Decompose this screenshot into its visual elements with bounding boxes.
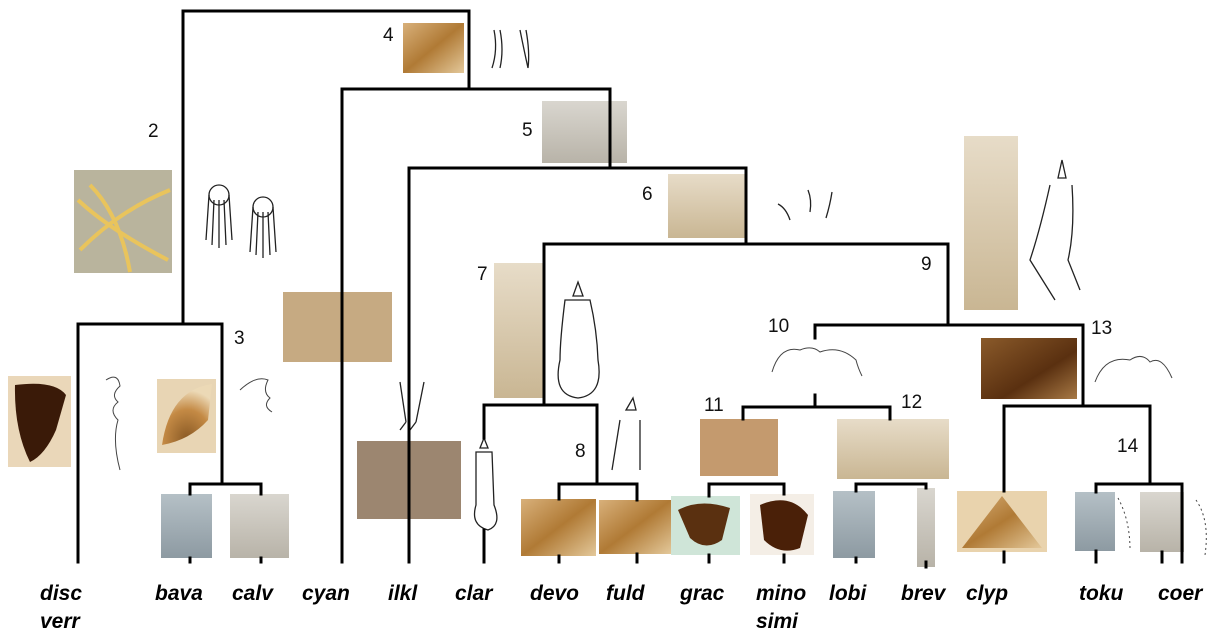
- photo-toku: [1075, 492, 1115, 551]
- taxon-label: bava: [155, 582, 203, 605]
- photo-bava-wing: [157, 379, 216, 453]
- taxon-label: devo: [530, 582, 579, 605]
- photo-node-13: [981, 338, 1077, 399]
- taxon-label: calv: [232, 582, 274, 605]
- node-label-8: 8: [575, 441, 586, 462]
- photo-node-12: [837, 419, 949, 479]
- taxon-label: verr: [40, 610, 82, 633]
- node-label-10: 10: [768, 316, 789, 337]
- taxon-label: simi: [756, 610, 799, 633]
- node-label-11: 11: [704, 395, 724, 416]
- node-label-14: 14: [1117, 436, 1139, 457]
- node-label-4: 4: [383, 25, 394, 46]
- taxon-label: ilkl: [388, 582, 418, 605]
- photo-calv: [230, 494, 289, 558]
- photo-node-2: [74, 170, 172, 273]
- photo-disc-verr: [8, 376, 71, 467]
- taxon-label: brev: [901, 582, 947, 605]
- taxon-label: grac: [679, 582, 725, 605]
- photo-cyan: [283, 292, 392, 362]
- photo-node-9: [964, 136, 1018, 310]
- node-label-2: 2: [148, 121, 159, 142]
- node-label-12: 12: [901, 392, 922, 413]
- taxon-label: lobi: [829, 582, 867, 605]
- photo-clyp: [957, 491, 1047, 552]
- taxon-label: cyan: [302, 582, 350, 605]
- photo-fuld: [599, 500, 671, 554]
- photo-mino: [750, 494, 814, 555]
- taxon-label: clyp: [966, 582, 1008, 605]
- node-label-5: 5: [522, 120, 533, 141]
- line-drawings: [106, 30, 1206, 555]
- node-label-7: 7: [477, 264, 488, 285]
- node-label-13: 13: [1091, 318, 1112, 339]
- photo-bava: [161, 494, 212, 558]
- photo-lobi: [833, 491, 875, 558]
- taxon-labels: disc verr bava calv cyan ilkl clar devo …: [40, 582, 1204, 633]
- taxon-label: coer: [1158, 582, 1204, 605]
- photo-node-5: [542, 101, 627, 163]
- photo-node-6: [668, 174, 746, 238]
- photo-node-7: [494, 263, 544, 398]
- photo-node-4: [403, 23, 464, 73]
- node-label-3: 3: [234, 328, 245, 349]
- node-label-6: 6: [642, 184, 653, 205]
- photo-devo: [521, 499, 596, 556]
- photo-node-11: [700, 419, 778, 476]
- photo-brev: [917, 488, 935, 567]
- photo-coer: [1140, 492, 1184, 552]
- taxon-label: disc: [40, 582, 82, 605]
- taxon-label: toku: [1079, 582, 1124, 605]
- photo-grac: [671, 496, 740, 555]
- taxon-label: clar: [455, 582, 494, 605]
- taxon-label: mino: [756, 582, 806, 605]
- node-label-9: 9: [921, 254, 932, 275]
- taxon-label: fuld: [606, 582, 646, 605]
